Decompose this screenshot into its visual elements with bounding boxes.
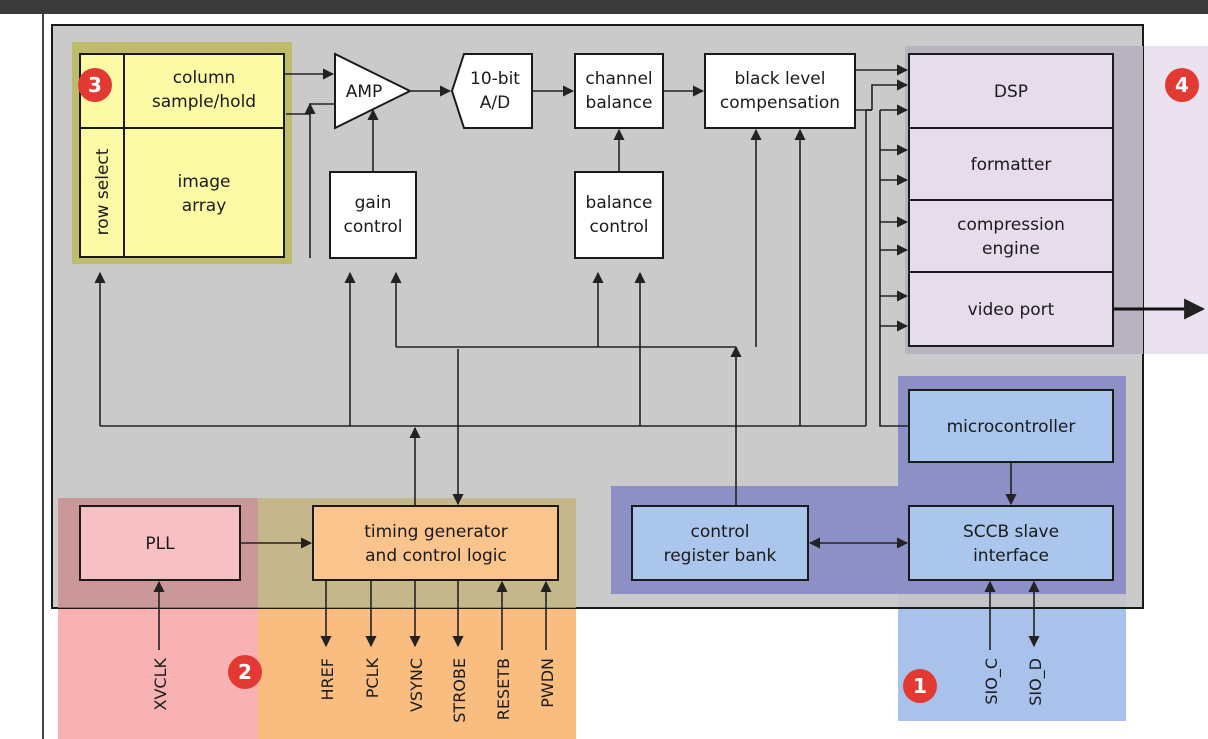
badge-3-text: 3	[88, 73, 102, 97]
control-register-block	[631, 505, 809, 581]
pll-block	[79, 505, 241, 581]
timing-generator-block	[312, 505, 559, 581]
timing-label-1: timing generator	[364, 522, 508, 542]
xvclk-label: XVCLK	[151, 657, 170, 710]
adc-label-1: 10-bit	[470, 69, 520, 89]
window-top-bar	[0, 0, 1208, 14]
sccb-slave-block	[908, 505, 1114, 581]
black-level-label-2: compensation	[720, 93, 840, 113]
microcontroller-block	[908, 389, 1114, 463]
badge-2: 2	[228, 655, 262, 689]
dsp-label: DSP	[994, 82, 1028, 102]
channel-balance-label-2: balance	[586, 93, 653, 113]
image-array-block	[79, 127, 285, 258]
dsp-block	[908, 53, 1114, 129]
badge-4: 4	[1165, 68, 1199, 102]
column-sample-hold-block	[79, 53, 285, 129]
resetb-label: RESETB	[494, 658, 513, 720]
badge-1-text: 1	[913, 674, 927, 698]
compression-label-1: compression	[957, 215, 1065, 235]
timing-label-2: and control logic	[365, 546, 507, 566]
badge-1: 1	[903, 669, 937, 703]
channel-balance-block	[574, 53, 664, 129]
channel-balance-label-1: channel	[585, 69, 652, 89]
gain-control-label-2: control	[344, 217, 403, 237]
sio-c-label: SIO_C	[982, 658, 1002, 705]
control-register-label-2: register bank	[664, 546, 777, 566]
black-level-label-1: black level	[735, 69, 826, 89]
sio-d-label: SIO_D	[1026, 658, 1046, 706]
gain-control-block	[329, 171, 417, 259]
adc-label-2: A/D	[480, 93, 510, 113]
adc-block	[450, 53, 533, 129]
badge-4-text: 4	[1175, 73, 1189, 97]
microcontroller-label: microcontroller	[947, 417, 1076, 437]
gain-control-label-1: gain	[355, 193, 392, 213]
balance-control-label-1: balance	[586, 193, 653, 213]
href-label: HREF	[318, 658, 337, 700]
pwdn-label: PWDN	[538, 658, 557, 708]
compression-engine-block	[908, 199, 1114, 273]
sccb-label-2: interface	[973, 546, 1049, 566]
column-sample-hold-label-1: column	[173, 68, 236, 88]
pll-label: PLL	[145, 534, 175, 554]
balance-control-label-2: control	[590, 217, 649, 237]
image-array-label-1: image	[178, 172, 231, 192]
balance-control-block	[574, 171, 664, 259]
badge-3: 3	[78, 68, 112, 102]
column-sample-hold-label-2: sample/hold	[152, 92, 256, 112]
video-port-label: video port	[968, 300, 1055, 320]
window-left-edge	[42, 14, 44, 739]
amp-label: AMP	[346, 82, 383, 102]
black-level-block	[704, 53, 856, 129]
pclk-label: PCLK	[363, 658, 382, 699]
control-register-label-1: control	[691, 522, 750, 542]
formatter-label: formatter	[971, 155, 1052, 175]
sccb-label-1: SCCB slave	[963, 522, 1059, 542]
badge-2-text: 2	[238, 660, 252, 684]
strobe-label: STROBE	[450, 658, 469, 723]
image-array-label-2: array	[182, 196, 227, 216]
vsync-label: VSYNC	[407, 658, 426, 712]
compression-label-2: engine	[982, 239, 1040, 259]
row-select-label: row select	[93, 148, 113, 235]
video-port-block	[908, 271, 1114, 347]
